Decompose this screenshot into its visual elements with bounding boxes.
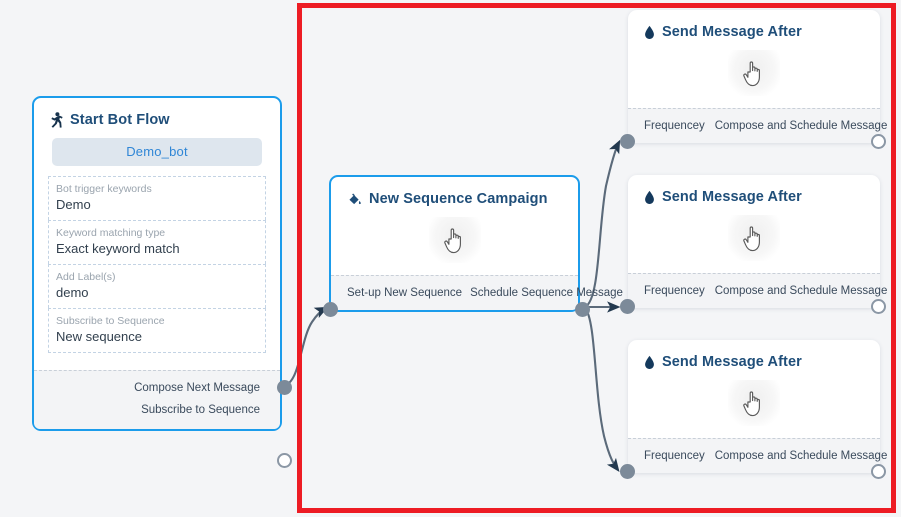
node-send-3-footer: Frequencey Compose and Schedule Message — [628, 438, 887, 473]
pointing-hand-cursor-icon — [728, 380, 780, 426]
port-in-frequencey[interactable] — [620, 134, 635, 149]
port-in-frequencey[interactable] — [620, 299, 635, 314]
port-row-sequence: Set-up New Sequence Schedule Sequence Me… — [347, 282, 623, 304]
paint-bucket-icon — [349, 192, 361, 204]
node-send-message-after-3[interactable]: Send Message After Frequencey Compose an… — [620, 340, 887, 479]
field-value: Exact keyword match — [56, 241, 180, 256]
bot-select-pill[interactable]: Demo_bot — [52, 138, 262, 166]
node-send-3-title: Send Message After — [662, 354, 802, 370]
port-label-frequencey: Frequencey — [644, 120, 705, 132]
edge-sequence-to-send-1 — [584, 139, 621, 308]
port-row-subscribe-to-sequence: Subscribe to Sequence — [50, 399, 260, 421]
port-label-set-up-new-sequence: Set-up New Sequence — [347, 287, 463, 299]
water-drop-icon — [645, 190, 654, 204]
port-out-compose-and-schedule-message[interactable] — [871, 134, 886, 149]
node-start-bot-flow[interactable]: Start Bot Flow Demo_bot Bot trigger keyw… — [32, 96, 292, 468]
node-send-1-title: Send Message After — [662, 24, 802, 40]
port-row-send-3: Frequencey Compose and Schedule Message — [644, 445, 887, 467]
field-label: Bot trigger keywords — [56, 183, 152, 195]
node-sequence-title-row: New Sequence Campaign — [331, 177, 578, 213]
field-keyword-matching-type[interactable]: Keyword matching type Exact keyword matc… — [48, 220, 266, 264]
port-out-compose-next-message[interactable] — [277, 453, 292, 468]
port-in-set-up-new-sequence[interactable] — [323, 302, 338, 317]
port-out-compose-and-schedule-message[interactable] — [871, 299, 886, 314]
node-send-3-body — [628, 376, 880, 438]
port-row-send-1: Frequencey Compose and Schedule Message — [644, 115, 887, 137]
node-start-title: Start Bot Flow — [70, 112, 170, 128]
port-row-compose-next-message: Compose Next Message — [50, 377, 260, 399]
field-label: Subscribe to Sequence — [56, 315, 165, 327]
node-sequence-body — [331, 213, 578, 275]
running-person-icon — [51, 112, 63, 128]
node-start-title-row: Start Bot Flow — [34, 98, 280, 134]
field-value: demo — [56, 285, 89, 300]
node-send-message-after-1[interactable]: Send Message After Frequencey Compose an… — [620, 10, 887, 149]
field-value: New sequence — [56, 329, 142, 344]
node-send-1-footer: Frequencey Compose and Schedule Message — [628, 108, 887, 143]
port-label-frequencey: Frequencey — [644, 450, 705, 462]
water-drop-icon — [645, 355, 654, 369]
node-sequence-title: New Sequence Campaign — [369, 191, 548, 207]
field-add-labels[interactable]: Add Label(s) demo — [48, 264, 266, 308]
port-label-compose-and-schedule-message: Compose and Schedule Message — [714, 450, 888, 462]
node-send-1-body — [628, 46, 880, 108]
node-start-body: Demo_bot Bot trigger keywords Demo Keywo… — [34, 138, 280, 361]
node-send-message-after-2[interactable]: Send Message After Frequencey Compose an… — [620, 175, 887, 314]
port-in-frequencey[interactable] — [620, 464, 635, 479]
port-out-schedule-sequence-message[interactable] — [575, 302, 590, 317]
port-out-compose-and-schedule-message[interactable] — [871, 464, 886, 479]
port-label-compose-and-schedule-message: Compose and Schedule Message — [714, 120, 888, 132]
node-send-2-body — [628, 211, 880, 273]
node-new-sequence-campaign[interactable]: New Sequence Campaign Set-up New Sequenc… — [323, 175, 623, 317]
port-label-frequencey: Frequencey — [644, 285, 705, 297]
pointing-hand-cursor-icon — [728, 215, 780, 261]
node-send-2-title-row: Send Message After — [628, 175, 880, 211]
edge-sequence-to-send-3 — [584, 307, 620, 473]
edge-start-to-sequence — [281, 306, 329, 388]
pointing-hand-cursor-icon — [428, 217, 481, 263]
node-send-2-title: Send Message After — [662, 189, 802, 205]
port-row-send-2: Frequencey Compose and Schedule Message — [644, 280, 887, 302]
node-send-1-title-row: Send Message After — [628, 10, 880, 46]
water-drop-icon — [645, 25, 654, 39]
field-label: Add Label(s) — [56, 271, 116, 283]
field-value: Demo — [56, 197, 91, 212]
field-bot-trigger-keywords[interactable]: Bot trigger keywords Demo — [48, 176, 266, 220]
port-label-schedule-sequence-message: Schedule Sequence Message — [470, 287, 623, 299]
field-subscribe-to-sequence[interactable]: Subscribe to Sequence New sequence — [48, 308, 266, 353]
field-label: Keyword matching type — [56, 227, 166, 239]
port-label-compose-and-schedule-message: Compose and Schedule Message — [714, 285, 888, 297]
node-send-2-footer: Frequencey Compose and Schedule Message — [628, 273, 887, 308]
port-label-compose-next-message: Compose Next Message — [134, 382, 260, 394]
port-label-subscribe-to-sequence: Subscribe to Sequence — [141, 404, 260, 416]
node-send-3-title-row: Send Message After — [628, 340, 880, 376]
node-start-footer: Compose Next Message Subscribe to Sequen… — [34, 370, 280, 429]
port-out-subscribe-to-sequence[interactable] — [277, 380, 292, 395]
pointing-hand-cursor-icon — [728, 50, 780, 96]
node-sequence-footer: Set-up New Sequence Schedule Sequence Me… — [331, 275, 623, 310]
